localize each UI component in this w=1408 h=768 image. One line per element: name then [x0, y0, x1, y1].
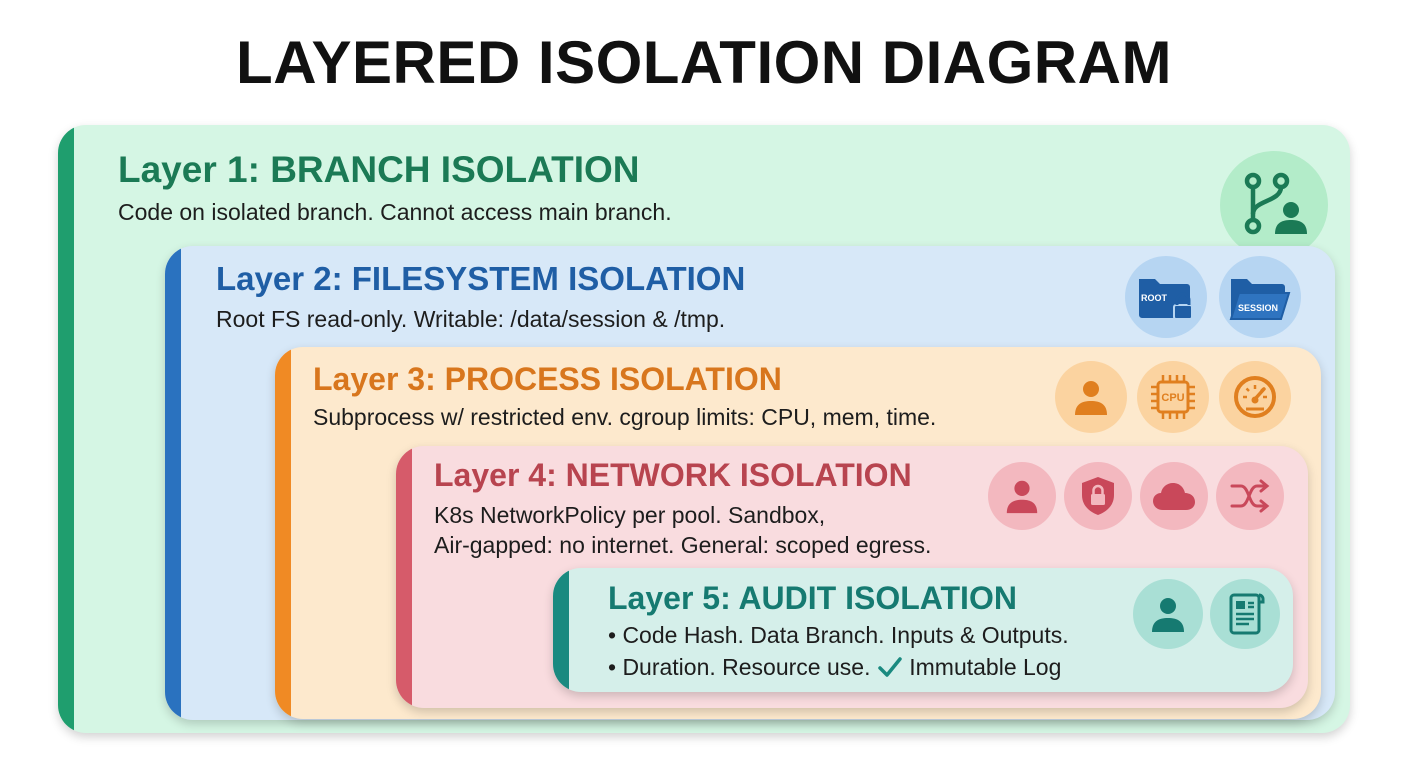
- user-icon: [988, 462, 1056, 530]
- layer-5-bullet-2: • Duration. Resource use. Immutable Log: [608, 654, 1062, 680]
- svg-text:SESSION: SESSION: [1238, 303, 1278, 313]
- layer-3-description: Subprocess w/ restricted env. cgroup lim…: [313, 404, 937, 430]
- svg-text:CPU: CPU: [1161, 392, 1184, 404]
- root-folder-lock-icon: ROOT: [1125, 256, 1207, 338]
- shuffle-icon: [1216, 462, 1284, 530]
- layer-5-bullet-1: • Code Hash. Data Branch. Inputs & Outpu…: [608, 622, 1069, 648]
- layer-3-heading: Layer 3: PROCESS ISOLATION: [313, 361, 782, 397]
- layer-4-description-line-2: Air-gapped: no internet. General: scoped…: [434, 532, 932, 558]
- layer-5-heading: Layer 5: AUDIT ISOLATION: [608, 580, 1017, 616]
- user-icon: [1055, 361, 1127, 433]
- user-icon: [1133, 579, 1203, 649]
- git-branch-user-icon: [1220, 151, 1328, 259]
- cpu-chip-icon: CPU: [1137, 361, 1209, 433]
- checkmark-icon: [877, 654, 903, 680]
- layer-1-heading: Layer 1: BRANCH ISOLATION: [118, 149, 640, 190]
- layer-4-heading: Layer 4: NETWORK ISOLATION: [434, 457, 912, 493]
- layer-5-audit-isolation: Layer 5: AUDIT ISOLATION • Code Hash. Da…: [553, 568, 1293, 692]
- session-folder-icon: SESSION: [1219, 256, 1301, 338]
- document-scroll-icon: [1210, 579, 1280, 649]
- svg-text:ROOT: ROOT: [1141, 293, 1168, 303]
- shield-lock-icon: [1064, 462, 1132, 530]
- layer-2-description: Root FS read-only. Writable: /data/sessi…: [216, 306, 726, 332]
- cloud-icon: [1140, 462, 1208, 530]
- layer-2-heading: Layer 2: FILESYSTEM ISOLATION: [216, 260, 746, 297]
- layer-1-description: Code on isolated branch. Cannot access m…: [118, 199, 672, 225]
- layer-4-description-line-1: K8s NetworkPolicy per pool. Sandbox,: [434, 502, 826, 528]
- speedometer-icon: [1219, 361, 1291, 433]
- diagram-title: LAYERED ISOLATION DIAGRAM: [236, 29, 1172, 96]
